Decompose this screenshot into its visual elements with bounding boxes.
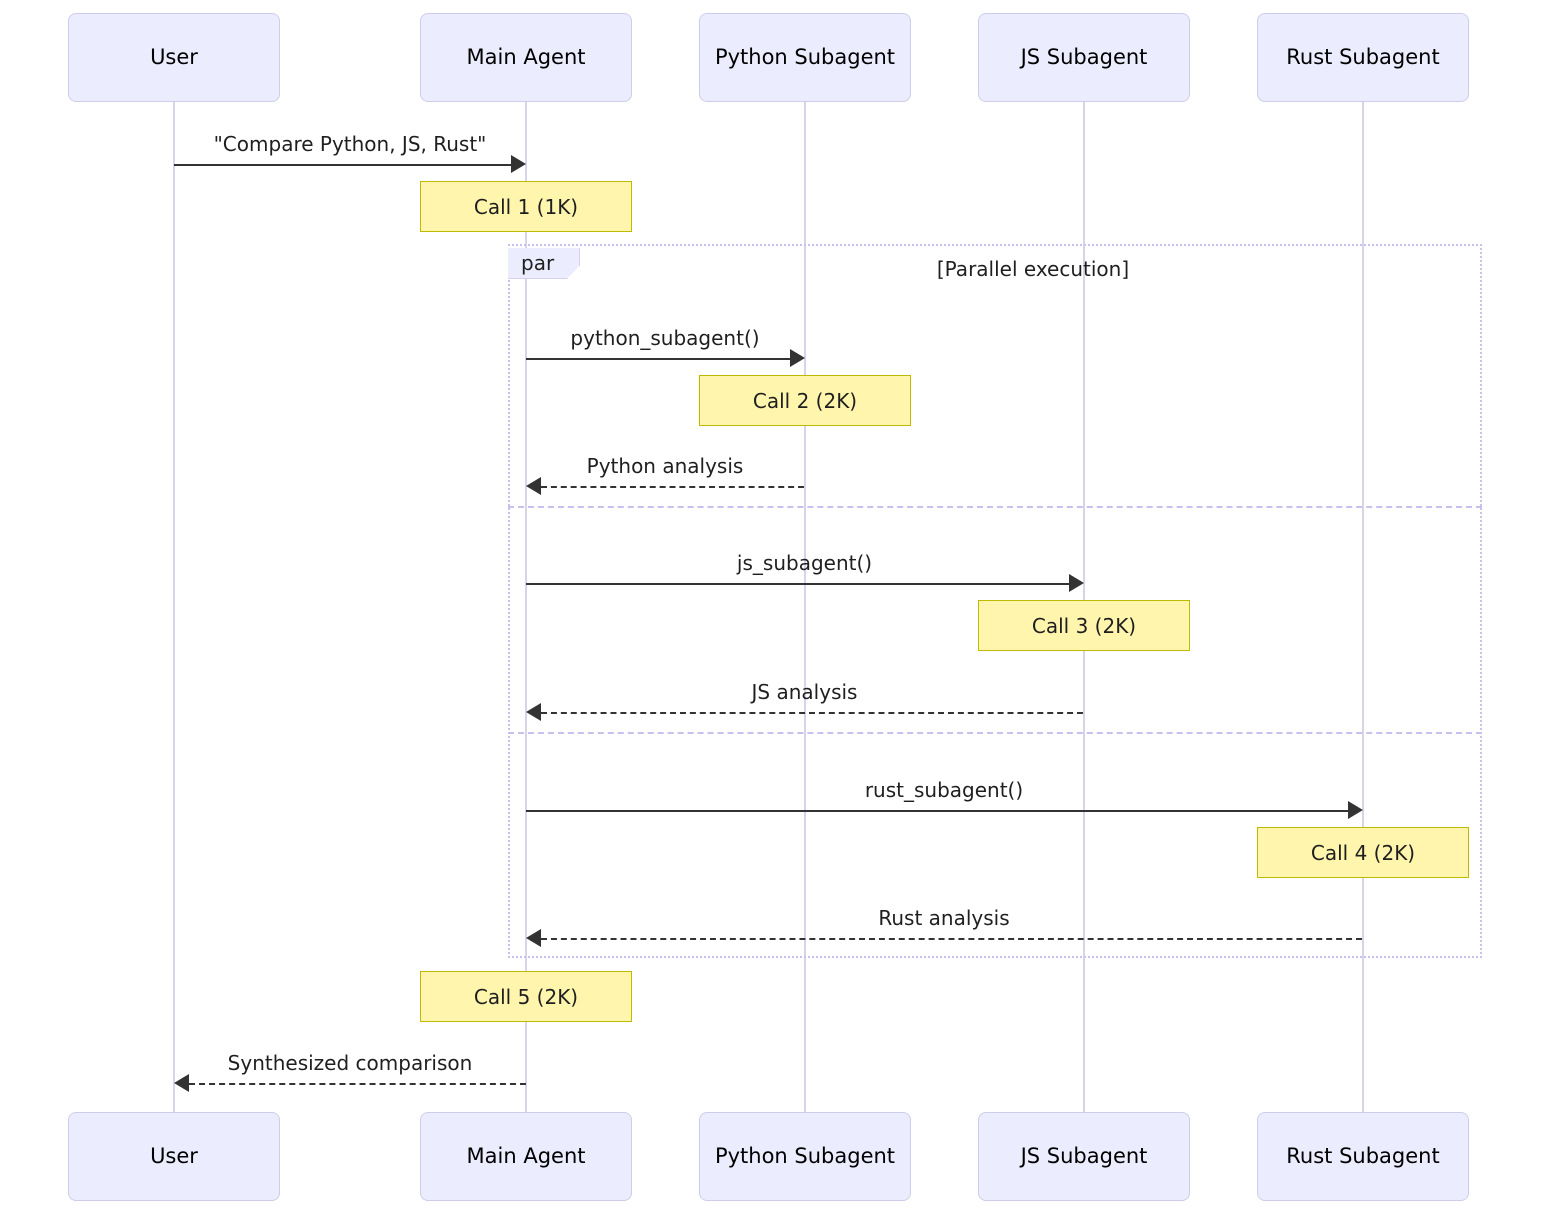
participant-label: User: [150, 45, 198, 69]
note-call-5: Call 5 (2K): [420, 971, 632, 1022]
message-line-rust-analysis: [541, 938, 1362, 940]
participant-python-subagent-bottom[interactable]: Python Subagent: [699, 1112, 911, 1201]
arrow-head-icon: [1348, 801, 1363, 819]
lifeline-python: [803, 102, 806, 1112]
par-fragment-divider-1: [508, 506, 1482, 508]
note-label: Call 5 (2K): [473, 984, 579, 1009]
par-fragment-keyword-tab: par: [508, 248, 580, 279]
note-call-1: Call 1 (1K): [420, 181, 632, 232]
participant-rust-subagent-top[interactable]: Rust Subagent: [1257, 13, 1469, 102]
message-label-js-subagent-call: js_subagent(): [736, 551, 873, 575]
par-fragment-title: [Parallel execution]: [936, 257, 1130, 281]
message-line-python-subagent-call: [526, 358, 790, 360]
lifeline-rust: [1361, 102, 1364, 1112]
participant-js-subagent-top[interactable]: JS Subagent: [978, 13, 1190, 102]
participant-js-subagent-bottom[interactable]: JS Subagent: [978, 1112, 1190, 1201]
message-line-js-subagent-call: [526, 583, 1069, 585]
note-label: Call 3 (2K): [1031, 613, 1137, 638]
arrow-head-icon: [511, 155, 526, 173]
arrow-head-icon: [790, 349, 805, 367]
note-label: Call 2 (2K): [752, 388, 858, 413]
participant-main-agent-top[interactable]: Main Agent: [420, 13, 632, 102]
message-label-synthesized-comparison: Synthesized comparison: [227, 1051, 473, 1075]
participant-label: JS Subagent: [1020, 45, 1148, 69]
participant-main-agent-bottom[interactable]: Main Agent: [420, 1112, 632, 1201]
arrow-head-icon: [526, 703, 541, 721]
participant-label: Main Agent: [466, 45, 586, 69]
arrow-head-icon: [526, 929, 541, 947]
participant-label: Rust Subagent: [1286, 1144, 1440, 1168]
message-line-compare-request: [174, 164, 511, 166]
participant-label: JS Subagent: [1020, 1144, 1148, 1168]
message-label-compare-request: "Compare Python, JS, Rust": [213, 132, 487, 156]
participant-rust-subagent-bottom[interactable]: Rust Subagent: [1257, 1112, 1469, 1201]
message-label-rust-subagent-call: rust_subagent(): [864, 778, 1024, 802]
message-label-rust-analysis: Rust analysis: [878, 906, 1010, 930]
participant-label: Python Subagent: [714, 45, 896, 69]
participant-label: User: [150, 1144, 198, 1168]
lifeline-main: [524, 102, 527, 1112]
message-line-python-analysis: [541, 486, 804, 488]
arrow-head-icon: [1069, 574, 1084, 592]
participant-label: Main Agent: [466, 1144, 586, 1168]
arrow-head-icon: [174, 1074, 189, 1092]
participant-label: Rust Subagent: [1286, 45, 1440, 69]
par-fragment-parallel-execution: [508, 244, 1482, 958]
note-call-3: Call 3 (2K): [978, 600, 1190, 651]
message-line-js-analysis: [541, 712, 1083, 714]
par-fragment-divider-2: [508, 732, 1482, 734]
message-line-synthesized-comparison: [189, 1083, 526, 1085]
par-keyword-label: par: [521, 251, 555, 275]
message-line-rust-subagent-call: [526, 810, 1348, 812]
note-call-2: Call 2 (2K): [699, 375, 911, 426]
lifeline-user: [172, 102, 175, 1112]
note-label: Call 1 (1K): [473, 194, 579, 219]
note-label: Call 4 (2K): [1310, 840, 1416, 865]
participant-label: Python Subagent: [714, 1144, 896, 1168]
participant-python-subagent-top[interactable]: Python Subagent: [699, 13, 911, 102]
participant-user-bottom[interactable]: User: [68, 1112, 280, 1201]
message-label-js-analysis: JS analysis: [751, 680, 858, 704]
message-label-python-subagent-call: python_subagent(): [570, 326, 760, 350]
participant-user-top[interactable]: User: [68, 13, 280, 102]
arrow-head-icon: [526, 477, 541, 495]
message-label-python-analysis: Python analysis: [586, 454, 744, 478]
note-call-4: Call 4 (2K): [1257, 827, 1469, 878]
